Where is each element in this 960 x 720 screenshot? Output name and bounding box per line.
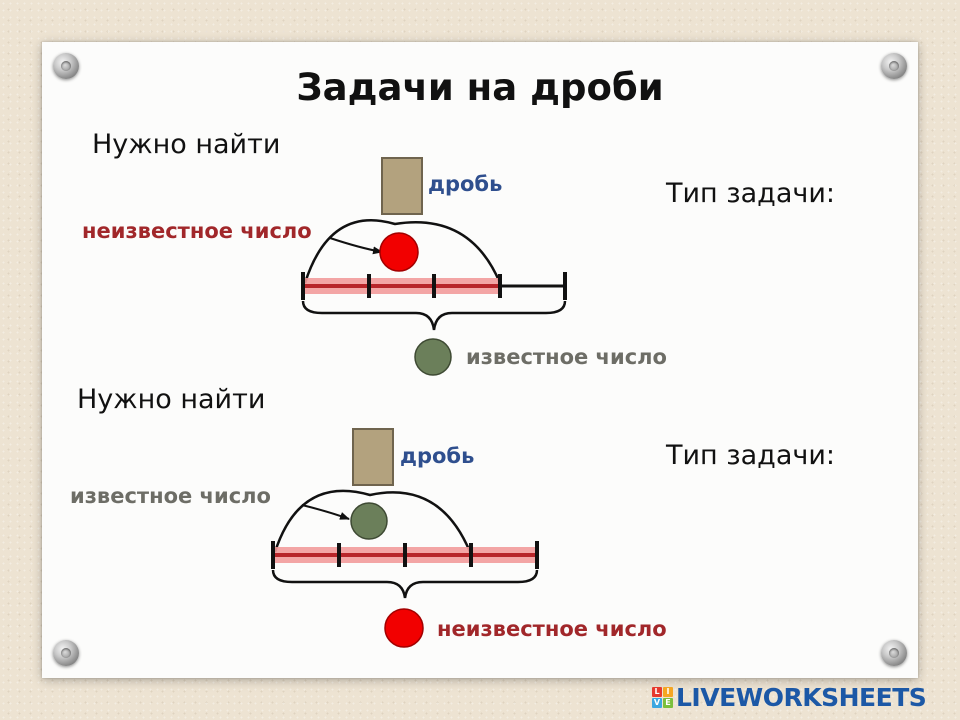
known-number-label: известное число: [70, 484, 271, 508]
diagram-1: дробь неизвестное число известное число: [82, 157, 667, 376]
diagram-2: дробь известное число неизвестное число: [70, 428, 667, 648]
pin-icon: [53, 640, 79, 666]
find-prompt-1: Нужно найти: [92, 129, 281, 160]
logo-text: LIVEWORKSHEETS: [676, 682, 927, 712]
logo-letter: E: [663, 697, 673, 708]
logo-letter: L: [652, 686, 662, 697]
pointer-arrow: [301, 504, 350, 520]
known-number-circle: [414, 338, 452, 376]
fraction-label: дробь: [400, 444, 474, 468]
unknown-number-circle: [384, 608, 424, 648]
logo-letter: V: [652, 697, 662, 708]
whole-brace: [301, 300, 567, 331]
unknown-number-label: неизвестное число: [437, 617, 667, 641]
known-number-label: известное число: [466, 345, 667, 369]
task-type-label-2: Тип задачи:: [666, 440, 835, 471]
logo-mark-icon: L I V E: [652, 686, 673, 708]
pin-icon: [881, 53, 907, 79]
pin-icon: [881, 640, 907, 666]
whole-brace: [271, 569, 539, 599]
part-arc: [273, 489, 472, 553]
unknown-number-label: неизвестное число: [82, 219, 312, 243]
fraction-box: [352, 428, 394, 486]
pointer-arrow: [329, 237, 383, 255]
known-number-circle: [350, 502, 388, 540]
unknown-number-circle: [379, 232, 419, 272]
fraction-box: [381, 157, 423, 215]
find-prompt-2: Нужно найти: [77, 384, 266, 415]
task-type-label-1: Тип задачи:: [666, 178, 835, 209]
liveworksheets-logo: L I V E LIVEWORKSHEETS: [652, 682, 927, 712]
part-arc: [303, 219, 502, 284]
logo-letter: I: [663, 686, 673, 697]
pin-icon: [53, 53, 79, 79]
fraction-label: дробь: [428, 172, 502, 196]
page-title: Задачи на дроби: [296, 66, 664, 109]
worksheet-card: [42, 42, 918, 678]
